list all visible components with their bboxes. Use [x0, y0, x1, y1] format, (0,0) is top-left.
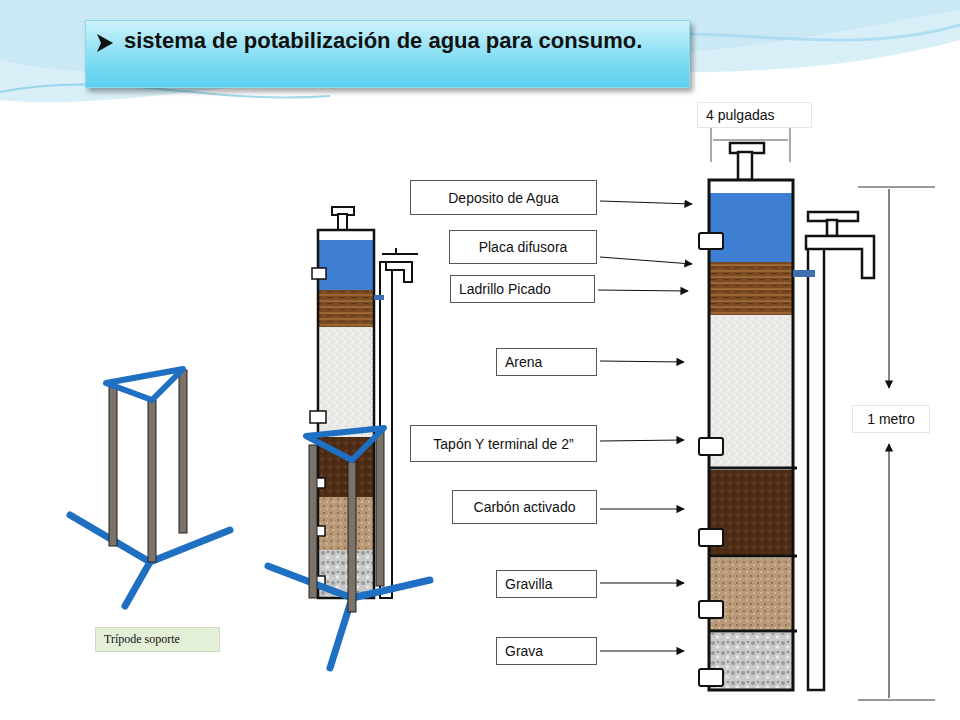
label-box: Arena: [496, 348, 597, 376]
label-box: Tapón Y terminal de 2”: [410, 425, 597, 462]
label-box: Placa difusora: [449, 230, 597, 264]
label-text: Ladrillo Picado: [459, 281, 551, 297]
label-box: Carbón activado: [452, 490, 597, 524]
label-box: Ladrillo Picado: [450, 275, 595, 303]
label-box: 4 pulgadas: [697, 102, 812, 128]
label-box: Deposito de Agua: [410, 180, 597, 215]
label-text: Gravilla: [505, 576, 552, 592]
label-text: Tapón Y terminal de 2”: [433, 436, 573, 452]
label-text: 4 pulgadas: [706, 107, 775, 123]
label-text: Carbón activado: [474, 499, 576, 515]
label-text: Arena: [505, 354, 542, 370]
label-text: Grava: [505, 643, 543, 659]
title-text: sistema de potabilización de agua para c…: [124, 27, 679, 54]
label-box: 1 metro: [852, 405, 930, 433]
label-box: Grava: [496, 637, 597, 665]
bullet-arrow: [96, 33, 114, 53]
title-banner: sistema de potabilización de agua para c…: [85, 20, 690, 88]
label-text: Deposito de Agua: [448, 190, 559, 206]
label-text: Trípode soporte: [104, 632, 180, 647]
label-box: Trípode soporte: [95, 627, 220, 652]
label-box: Gravilla: [496, 570, 597, 598]
label-text: Placa difusora: [479, 239, 568, 255]
label-text: 1 metro: [867, 411, 914, 427]
